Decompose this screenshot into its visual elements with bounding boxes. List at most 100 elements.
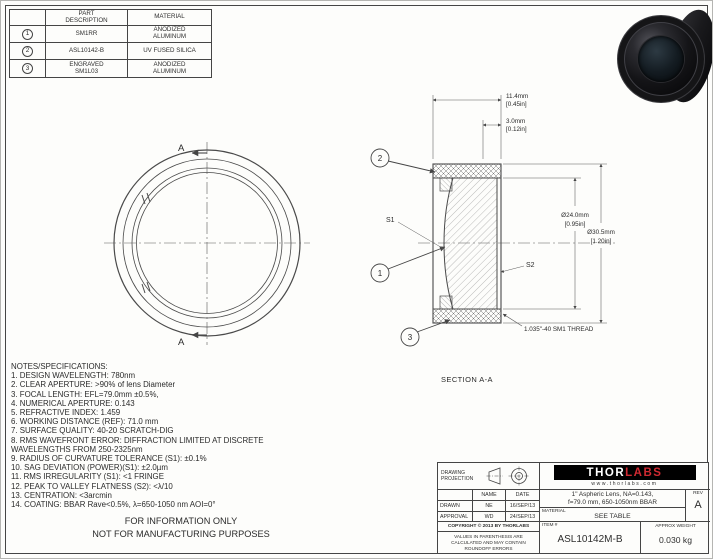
logo-thor: THOR [586, 466, 626, 479]
material-value: SEE TABLE [594, 513, 631, 520]
note-line: 11. RMS IRREGULARITY (S1): <1 FRINGE [11, 472, 164, 482]
balloon-3-label: 3 [408, 333, 413, 342]
col-name-header: NAME [472, 490, 505, 500]
sig-blank [438, 490, 472, 500]
weight-cell: APPROX WEIGHT 0.030 kg [640, 521, 710, 554]
drawing-frame [5, 5, 708, 554]
notes-specifications: NOTES/SPECIFICATIONS: 1. DESIGN WAVELENG… [11, 362, 283, 509]
note-line: 6. WORKING DISTANCE (REF): 71.0 mm [11, 417, 159, 427]
lens-product-photo [617, 5, 712, 109]
dim-outer-mm: Ø30.5mm [587, 229, 615, 236]
item-label: ITEM # [542, 523, 558, 528]
drawing-projection-cell: DRAWING PROJECTION [438, 463, 539, 489]
item-value: ASL10142M-B [557, 534, 623, 545]
rev-label: REV [693, 491, 703, 496]
surface-s2-label: S2 [526, 262, 535, 269]
note-line: 7. SURFACE QUALITY: 40-20 SCRATCH-DIG [11, 426, 174, 436]
copyright-text: COPYRIGHT © 2013 BY THORLABS [447, 524, 530, 529]
note-line: 9. RADIUS OF CURVATURE TOLERANCE (S1): ±… [11, 454, 207, 464]
parts-row-part: ENGRAVED SM1L03 [46, 60, 128, 77]
balloon-2-label: 2 [378, 154, 383, 163]
thread-callout: 1.035"-40 SM1 THREAD [524, 326, 594, 333]
drawing-title-line1: 1" Aspheric Lens, NA=0.143, [571, 490, 654, 498]
disclaimer-cell: VALUES IN PARENTHESIS ARE CALCULATED AND… [438, 531, 539, 554]
lens-face [617, 15, 705, 103]
section-label-top: A [178, 143, 185, 154]
item-number-cell: ITEM # ASL10142M-B [539, 521, 640, 554]
section-caption: SECTION A-A [441, 375, 493, 384]
info-only-line2: NOT FOR MANUFACTURING PURPOSES [92, 528, 270, 539]
parts-row-part: SM1RR [46, 26, 128, 43]
note-line: 5. REFRACTIVE INDEX: 1.459 [11, 408, 121, 418]
note-line: 8. RMS WAVEFRONT ERROR: DIFFRACTION LIMI… [11, 435, 264, 454]
drawn-label: DRAWN [438, 500, 472, 511]
drawn-date: 16/SEP/13 [505, 500, 539, 511]
surface-s1-label: S1 [386, 217, 395, 224]
spanner-slot-marks [141, 192, 151, 294]
parts-row-part: ASL10142-B [46, 43, 128, 60]
parts-table: PART DESCRIPTION MATERIAL 1 SM1RR ANODIZ… [9, 9, 212, 78]
weight-label: APPROX WEIGHT [655, 524, 696, 529]
parts-header-num [10, 10, 46, 26]
note-line: 10. SAG DEVIATION (POWER)(S1): ±2.0µm [11, 463, 168, 473]
material-cell: MATERIAL SEE TABLE [539, 507, 685, 521]
tube-outline [432, 163, 502, 324]
note-line: 3. FOCAL LENGTH: EFL=79.0mm ±0.5%, [11, 389, 159, 399]
note-line: 13. CENTRATION: <3arcmin [11, 490, 112, 500]
section-label-bottom: A [178, 337, 185, 348]
balloon-1 [370, 263, 390, 283]
dim-clear-in: [0.95in] [565, 221, 586, 228]
parts-row-material: UV FUSED SILICA [128, 43, 211, 60]
dimension-lines [432, 95, 607, 324]
section-view [418, 163, 615, 324]
dim-outer-in: [1.20in] [591, 238, 612, 245]
parts-row-num: 3 [10, 60, 46, 77]
weight-value: 0.030 kg [659, 535, 692, 545]
drawing-title-cell: 1" Aspheric Lens, NA=0.143, f=79.0 mm, 6… [539, 489, 685, 507]
signature-table: NAME DATE DRAWN NE 16/SEP/13 APPROVAL WD… [438, 489, 539, 521]
copyright-cell: COPYRIGHT © 2013 BY THORLABS [438, 521, 539, 531]
dim-thread-in: [0.12in] [506, 126, 527, 133]
approval-date: 24/SEP/13 [505, 511, 539, 521]
dim-length-in: [0.45in] [506, 101, 527, 108]
note-line: 1. DESIGN WAVELENGTH: 780nm [11, 371, 136, 381]
notes-title: NOTES/SPECIFICATIONS: [11, 362, 108, 371]
balloon-1-label: 1 [378, 269, 383, 278]
parts-row-material: ANODIZED ALUMINUM [128, 26, 211, 43]
information-only-note: FOR INFORMATION ONLY NOT FOR MANUFACTURI… [31, 515, 331, 540]
parts-header-material: MATERIAL [128, 10, 211, 26]
front-view [104, 142, 310, 345]
note-line: 14. COATING: BBAR Rave<0.5%, λ=650-1050 … [11, 500, 216, 510]
parts-row-num: 1 [10, 26, 46, 43]
balloon-2 [370, 148, 390, 168]
balloon-3 [400, 327, 420, 347]
note-line: 4. NUMERICAL APERTURE: 0.143 [11, 398, 135, 408]
material-label: MATERIAL [542, 509, 566, 514]
note-line: 12. PEAK TO VALLEY FLATNESS (S2): <λ/10 [11, 481, 173, 491]
dim-clear-mm: Ø24.0mm [561, 212, 589, 219]
rev-cell: REV A [685, 489, 710, 521]
rev-value: A [694, 499, 702, 511]
website-text: www.thorlabs.com [591, 481, 658, 487]
third-angle-projection-icon [486, 466, 530, 486]
lens-section [443, 177, 498, 310]
dim-thread-mm: 3.0mm [506, 118, 525, 125]
tube-wall-top [432, 163, 502, 179]
drawing-title-line2: f=79.0 mm, 650-1050nm BBAR [568, 498, 657, 506]
balloon-leaders [370, 148, 451, 347]
tube-wall-bottom [432, 308, 502, 324]
disclaimer-text: VALUES IN PARENTHESIS ARE CALCULATED AND… [451, 534, 526, 551]
info-only-line1: FOR INFORMATION ONLY [124, 516, 238, 526]
drawn-name: NE [472, 500, 505, 511]
projection-label: DRAWING PROJECTION [441, 469, 474, 482]
col-date-header: DATE [505, 490, 539, 500]
approval-name: WD [472, 511, 505, 521]
approval-label: APPROVAL [438, 511, 472, 521]
parts-row-num: 2 [10, 43, 46, 60]
parts-header-part: PART DESCRIPTION [46, 10, 128, 26]
note-line: 2. CLEAR APERTURE: >90% of lens Diameter [11, 380, 176, 390]
